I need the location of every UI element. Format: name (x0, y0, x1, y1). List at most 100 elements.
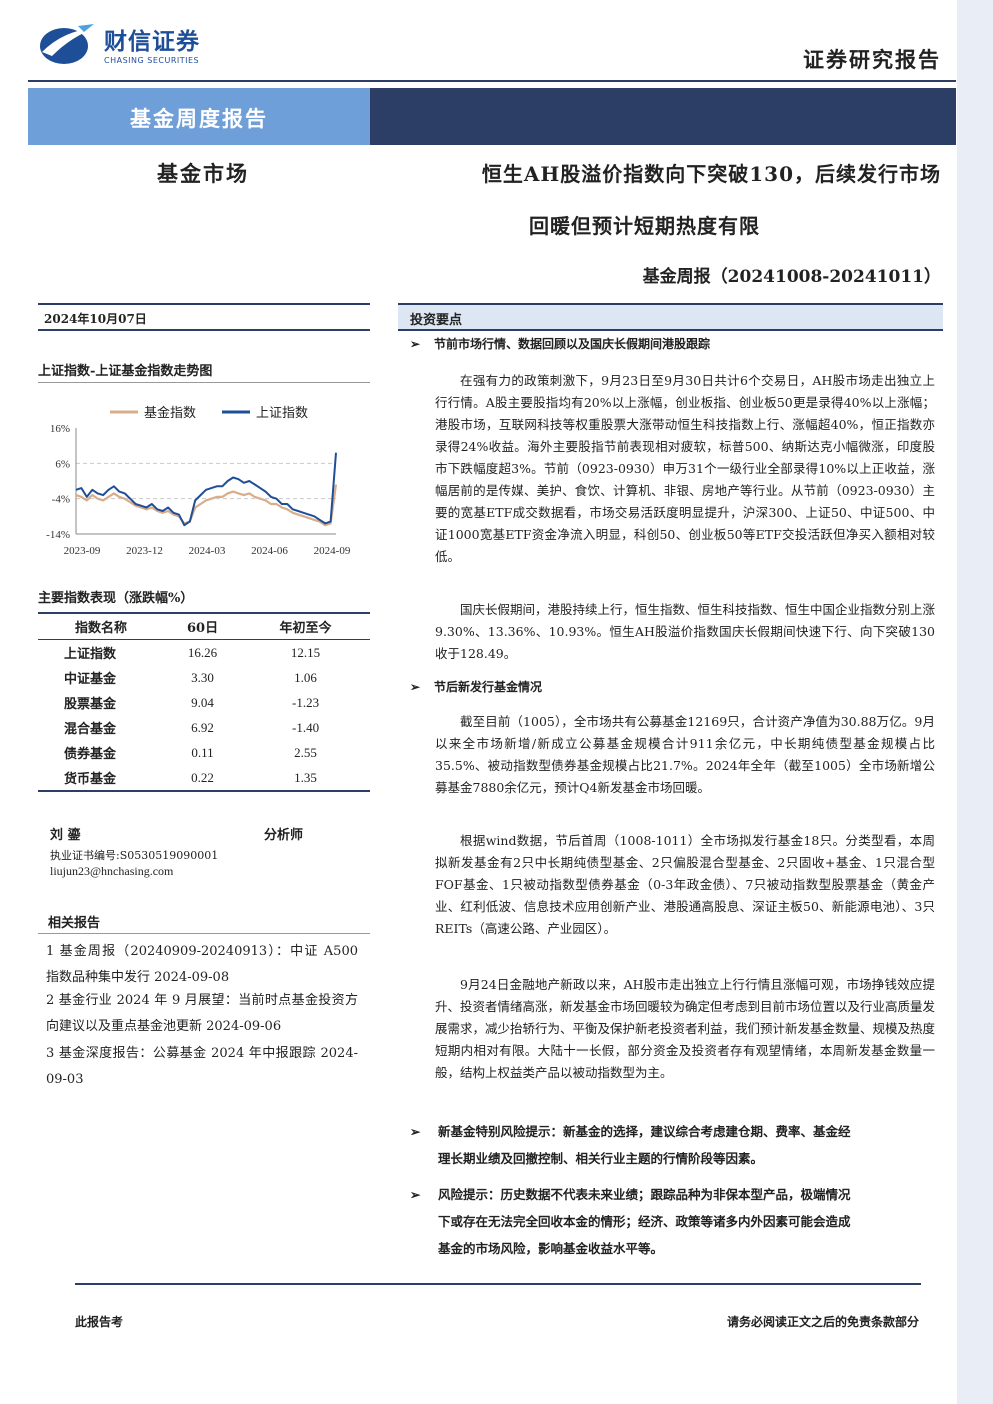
paragraph: 在强有力的政策刺激下，9月23日至9月30日共计6个交易日，AH股市场走出独立上… (435, 373, 935, 564)
chart-y-tick-label: 6% (55, 458, 70, 470)
related-report-item[interactable]: 3 基金深度报告：公募基金 2024 年中报跟踪 2024-09-03 (46, 1046, 358, 1087)
table-cell: 货币基金 (38, 765, 164, 792)
bullet-arrow-icon: ➢ (410, 680, 421, 694)
report-subtitle: 基金周报（20241008-20241011） (642, 267, 941, 287)
report-title-line2: 回暖但预计短期热度有限 (529, 214, 760, 238)
table-cell: 12.15 (290, 644, 321, 660)
page-side-strip (957, 0, 993, 1404)
chart-title: 上证指数-上证基金指数走势图 (38, 364, 213, 379)
bullet-arrow-icon: ➢ (410, 1187, 421, 1202)
table-row: 混合基金 6.92 -1.40 (38, 715, 370, 740)
table-cell: -1.23 (291, 694, 320, 710)
report-type: 证券研究报告 (803, 47, 941, 72)
related-report-item[interactable]: 2 基金行业 2024 年 9 月展望：当前时点基金投资方向建议以及重点基金池更… (46, 993, 358, 1034)
analyst-email[interactable]: liujun23@hnchasing.com (50, 864, 174, 878)
table-header: 年初至今 (241, 612, 370, 640)
paragraph: 截至目前（1005），全市场共有公募基金12169只，合计资产净值为30.88万… (435, 714, 935, 795)
related-reports-title: 相关报告 (48, 916, 101, 931)
footer-disclaimer[interactable]: 请务必阅读正文之后的免责条款部分 (726, 1315, 919, 1329)
chart-series-line (75, 484, 338, 527)
investment-highlights-title: 投资要点 (410, 313, 463, 328)
related-reports-rule (38, 933, 370, 934)
date-box: 2024年10月07日 (38, 303, 370, 331)
table-row: 货币基金 0.22 1.35 (38, 765, 370, 792)
bullet-arrow-icon: ➢ (410, 1124, 421, 1139)
table-cell: 9.04 (191, 694, 214, 710)
banner-category: 基金周度报告 (28, 88, 370, 145)
footer-left-text: 此报告考 (75, 1315, 124, 1329)
chart-legend-label: 基金指数 (144, 405, 196, 421)
table-row: 中证基金 3.30 1.06 (38, 665, 370, 690)
risk-text: 新基金特别风险提示：新基金的选择，建议综合考虑建仓期、费率、基金经 (438, 1124, 851, 1139)
analyst-license: 执业证书编号:S0530519090001 (50, 849, 219, 862)
chart-legend: 基金指数 上证指数 (110, 405, 308, 421)
bullet-heading: ➢ 节前市场行情、数据回顾以及国庆长假期间港股跟踪 (410, 335, 710, 352)
chart-x-ticks: 2023-09 2023-12 2024-03 2024-06 2024-09 (64, 545, 351, 557)
chart-x-tick-label: 2023-09 (64, 545, 101, 557)
related-report-item[interactable]: 1 基金周报（20240909-20240913）：中证 A500 指数品种集中… (46, 944, 358, 985)
banner-title: 基金周度报告 (130, 106, 268, 131)
risk-note-general: ➢ 风险提示：历史数据不代表未来业绩；跟踪品种为非保本型产品，极端情况 下或存在无… (410, 1181, 935, 1262)
table-cell: 1.35 (241, 765, 370, 792)
bullet-arrow-icon: ➢ (410, 337, 421, 351)
section-name: 基金市场 (157, 161, 249, 186)
paragraph: 9月24日金融地产新政以来，AH股市走出独立上行行情且涨幅可观，市场挣钱效应提升… (435, 977, 936, 1080)
company-logo: 财信证券 CHASING SECURITIES (38, 22, 228, 72)
header-divider (28, 80, 956, 82)
chart-x-tick-label: 2024-03 (189, 545, 226, 557)
table-header: 60日 (164, 612, 242, 640)
table-cell: 1.06 (294, 669, 317, 685)
performance-title: 主要指数表现（涨跌幅%） (38, 591, 194, 606)
logo-mark-icon (40, 24, 96, 64)
logo-text-cn: 财信证券 (104, 29, 200, 55)
risk-note-new-fund: ➢ 新基金特别风险提示：新基金的选择，建议综合考虑建仓期、费率、基金经 理长期业绩… (410, 1118, 935, 1172)
table-cell: 中证基金 (64, 672, 117, 687)
paragraph: 根据wind数据，节后首周（1008-1011）全市场拟发行基金18只。分类型看… (435, 833, 935, 936)
risk-text: 风险提示：历史数据不代表未来业绩；跟踪品种为非保本型产品，极端情况 (438, 1187, 851, 1202)
chart-y-ticks: 16% 6% -4% -14% (46, 423, 70, 541)
risk-text: 下或存在无法完全回收本金的情形；经济、政策等诸多内外因素可能会造成 (438, 1214, 851, 1229)
table-row: 债券基金 0.11 2.55 (38, 740, 370, 765)
table-row: 上证指数 16.26 12.15 (38, 640, 370, 666)
chart-y-tick-label: -4% (52, 494, 70, 506)
chart-grid (75, 428, 336, 535)
chart-x-tick-label: 2024-06 (251, 545, 288, 557)
index-trend-chart: 16% 6% -4% -14% 2023-09 2023-12 2024-03 2024-0… (46, 405, 351, 557)
bullet-heading-text: 节后新发行基金情况 (434, 680, 543, 694)
chart-series-line (75, 452, 337, 527)
analyst-role: 分析师 (264, 828, 304, 843)
table-cell: 16.26 (187, 644, 218, 660)
table-cell: 2.55 (294, 744, 317, 760)
chart-x-tick-label: 2023-12 (126, 545, 163, 557)
footer-divider (75, 1283, 921, 1285)
table-cell: 3.30 (191, 669, 214, 685)
investment-highlights-bar: 投资要点 (398, 303, 943, 331)
chart-legend-label: 上证指数 (256, 406, 308, 421)
chart-x-tick-label: 2024-09 (314, 545, 351, 557)
chart-y-tick-label: 16% (50, 423, 70, 435)
table-cell: 股票基金 (64, 697, 117, 712)
paragraph: 国庆长假期间，港股持续上行，恒生指数、恒生科技指数、恒生中国企业指数分别上涨9.… (435, 602, 936, 661)
chart-title-rule (38, 382, 370, 383)
bullet-heading: ➢ 节后新发行基金情况 (410, 678, 542, 695)
table-row: 股票基金 9.04 -1.23 (38, 690, 370, 715)
chart-lines (75, 452, 338, 527)
table-header: 指数名称 (38, 612, 164, 640)
logo-text-en: CHASING SECURITIES (104, 56, 200, 65)
risk-text: 理长期业绩及回撤控制、相关行业主题的行情阶段等因素。 (438, 1151, 764, 1166)
table-cell: -1.40 (291, 719, 320, 735)
report-date: 2024年10月07日 (44, 312, 147, 326)
table-cell: 上证指数 (64, 647, 117, 662)
bullet-heading-text: 节前市场行情、数据回顾以及国庆长假期间港股跟踪 (434, 337, 711, 351)
chart-y-tick-label: -14% (46, 529, 70, 541)
banner-dark (370, 88, 956, 145)
report-title-line1: 恒生AH股溢价指数向下突破130，后续发行市场 (481, 162, 941, 186)
table-cell: 6.92 (191, 719, 214, 735)
table-cell: 0.11 (191, 744, 214, 760)
performance-table: 指数名称 60日 年初至今 上证指数 16.26 12.15 中证基金 3.30… (38, 612, 370, 792)
table-cell: 债券基金 (64, 747, 117, 762)
table-cell: 混合基金 (64, 722, 117, 737)
analyst-name: 刘 鎏 (50, 828, 81, 843)
table-cell: 0.22 (164, 765, 242, 792)
risk-text: 基金的市场风险，影响基金收益水平等。 (438, 1241, 664, 1256)
